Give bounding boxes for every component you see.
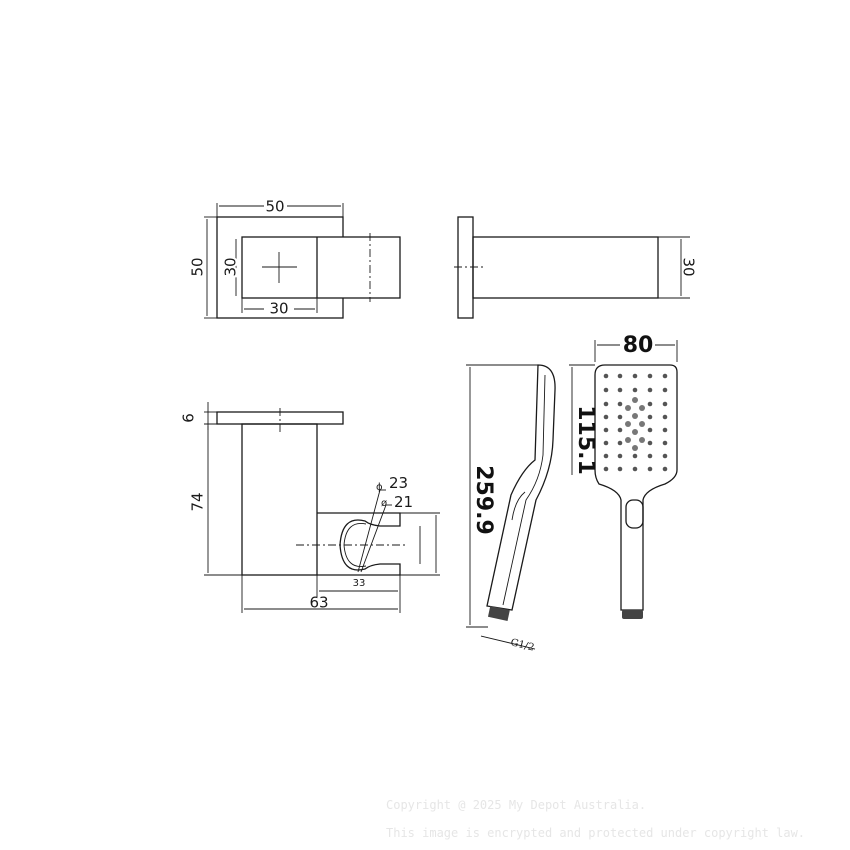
- watermark-copyright: Copyright @ 2025 My Depot Australia.: [386, 798, 647, 812]
- dim-inner-diameter: 21: [394, 493, 413, 511]
- arm-body-outline: [472, 236, 659, 299]
- dim-outer-height: 50: [189, 257, 207, 276]
- dim-height: 74: [189, 492, 207, 511]
- dim-plate-thickness: 6: [180, 413, 198, 423]
- dim-total-depth: 63: [309, 594, 328, 612]
- dim-head-width: 80: [623, 333, 654, 358]
- button-outline: [625, 499, 644, 529]
- side-view: 30: [454, 216, 700, 319]
- spray-nozzles: [603, 373, 668, 472]
- holder-view: ɸ 23 ø 21 6 74 33 63: [180, 402, 440, 613]
- dim-handshower-length: 259.9: [471, 465, 496, 535]
- diameter-symbol-2: ø: [381, 498, 387, 509]
- dim-inner-width: 30: [269, 300, 288, 318]
- dim-arm-height: 30: [680, 257, 698, 276]
- dim-head-length: 115.1: [573, 405, 598, 475]
- arm-outline: [241, 236, 401, 299]
- handshower-front-outline: [594, 364, 678, 611]
- dim-thread: G1/2: [509, 637, 535, 654]
- handshower-side-view: 259.9 G1/2: [466, 364, 556, 654]
- holder-body-outline: [241, 423, 318, 576]
- dim-outer-width: 50: [265, 198, 284, 216]
- thread-fitting: [487, 606, 510, 621]
- watermark-notice: This image is encrypted and protected un…: [386, 826, 806, 840]
- handshower-side-outline: [486, 364, 556, 611]
- flange-outline: [457, 216, 474, 319]
- front-view: 50 50 30 30: [189, 198, 401, 319]
- handshower-front-view: 80 115.1: [569, 333, 678, 619]
- diameter-symbol-1: ɸ: [376, 482, 383, 493]
- dim-clip-depth: 33: [353, 578, 366, 589]
- thread-fitting-front: [622, 610, 643, 619]
- dim-inner-height: 30: [222, 257, 240, 276]
- clip-outline: [317, 512, 401, 576]
- dim-outer-diameter: 23: [389, 474, 408, 492]
